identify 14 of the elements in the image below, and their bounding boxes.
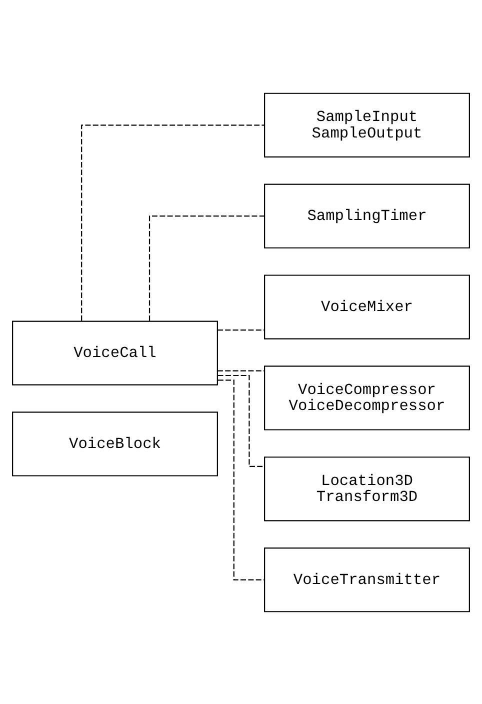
connector <box>81 124 264 320</box>
node-box: SampleInput SampleOutput <box>264 92 470 157</box>
connector <box>218 374 264 466</box>
node-box: VoiceMixer <box>264 274 470 339</box>
node-box: VoiceBlock <box>12 411 218 476</box>
node-box: SamplingTimer <box>264 183 470 248</box>
node-box: VoiceCompressor VoiceDecompressor <box>264 365 470 430</box>
connector <box>218 370 264 371</box>
node-box: VoiceCall <box>12 320 218 385</box>
connector <box>218 329 264 330</box>
node-box: Location3D Transform3D <box>264 456 470 521</box>
node-box: VoiceTransmitter <box>264 547 470 612</box>
connector <box>148 215 264 320</box>
connector <box>218 379 264 580</box>
